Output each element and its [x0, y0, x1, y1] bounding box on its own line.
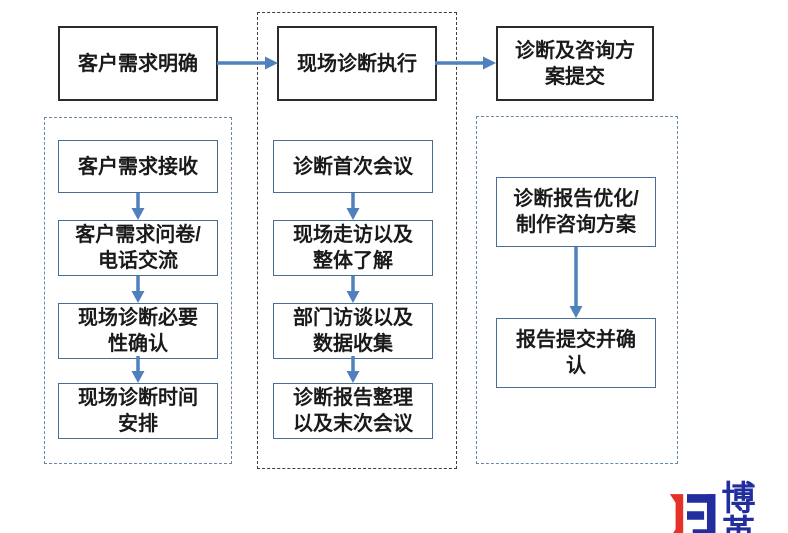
flow-box-right-2: 报告提交并确 认 — [496, 318, 656, 388]
header-box-text: 案提交 — [545, 65, 605, 88]
logo-text: 博革 — [721, 480, 757, 533]
flow-box-text: 以及末次会议 — [293, 413, 413, 435]
logo: 博革 — [668, 482, 788, 533]
flow-box-text: 客户需求接收 — [78, 155, 198, 178]
flow-box-text: 诊断报告整理 — [293, 387, 413, 409]
flow-box-left-3: 现场诊断必要 性确认 — [58, 303, 218, 359]
flow-box-right-1: 诊断报告优化/ 制作咨询方案 — [496, 177, 656, 247]
header-box-step1: 客户需求明确 — [58, 26, 218, 101]
flow-box-text: 整体了解 — [313, 250, 393, 272]
stage-container-right — [476, 116, 678, 464]
arrow-down-icon — [131, 276, 145, 303]
header-box-step2: 现场诊断执行 — [277, 26, 437, 101]
arrow-right-icon — [217, 56, 278, 70]
stage-container-middle — [257, 12, 457, 469]
arrow-down-icon — [346, 356, 360, 383]
arrow-down-icon — [346, 276, 360, 303]
stage-container-left — [44, 117, 232, 464]
flow-box-text: 现场走访以及 — [293, 224, 413, 246]
flow-box-text: 电话交流 — [98, 250, 178, 272]
flow-box-middle-4: 诊断报告整理 以及末次会议 — [273, 383, 433, 439]
flow-box-text: 诊断报告优化/ — [513, 188, 639, 210]
arrow-down-icon — [569, 247, 583, 318]
flow-box-text: 性确认 — [108, 333, 168, 355]
header-box-text: 诊断及咨询方 — [515, 39, 635, 62]
flow-box-middle-1: 诊断首次会议 — [273, 140, 433, 193]
arrow-down-icon — [131, 356, 145, 383]
arrow-down-icon — [131, 193, 145, 220]
flow-box-left-2: 客户需求问卷/ 电话交流 — [58, 220, 218, 276]
header-box-text: 客户需求明确 — [78, 52, 198, 75]
arrow-down-icon — [346, 193, 360, 220]
header-box-step3: 诊断及咨询方 案提交 — [496, 26, 654, 101]
flow-box-text: 客户需求问卷/ — [75, 224, 201, 246]
flow-box-text: 数据收集 — [313, 333, 393, 355]
flow-box-text: 报告提交并确 — [516, 329, 636, 351]
flow-box-left-4: 现场诊断时间 安排 — [58, 383, 218, 439]
flow-box-text: 认 — [566, 355, 586, 377]
flow-box-text: 诊断首次会议 — [293, 155, 413, 178]
logo-mark-icon — [669, 494, 716, 533]
flow-box-middle-3: 部门访谈以及 数据收集 — [273, 303, 433, 359]
header-box-text: 现场诊断执行 — [297, 52, 417, 75]
flow-box-text: 制作咨询方案 — [516, 214, 636, 236]
flow-box-text: 现场诊断时间 — [78, 387, 198, 409]
flow-box-left-1: 客户需求接收 — [58, 140, 218, 193]
flow-box-text: 安排 — [118, 413, 158, 435]
flow-box-text: 现场诊断必要 — [78, 307, 198, 329]
flow-box-middle-2: 现场走访以及 整体了解 — [273, 220, 433, 276]
arrow-right-icon — [435, 56, 496, 70]
flow-box-text: 部门访谈以及 — [293, 307, 413, 329]
